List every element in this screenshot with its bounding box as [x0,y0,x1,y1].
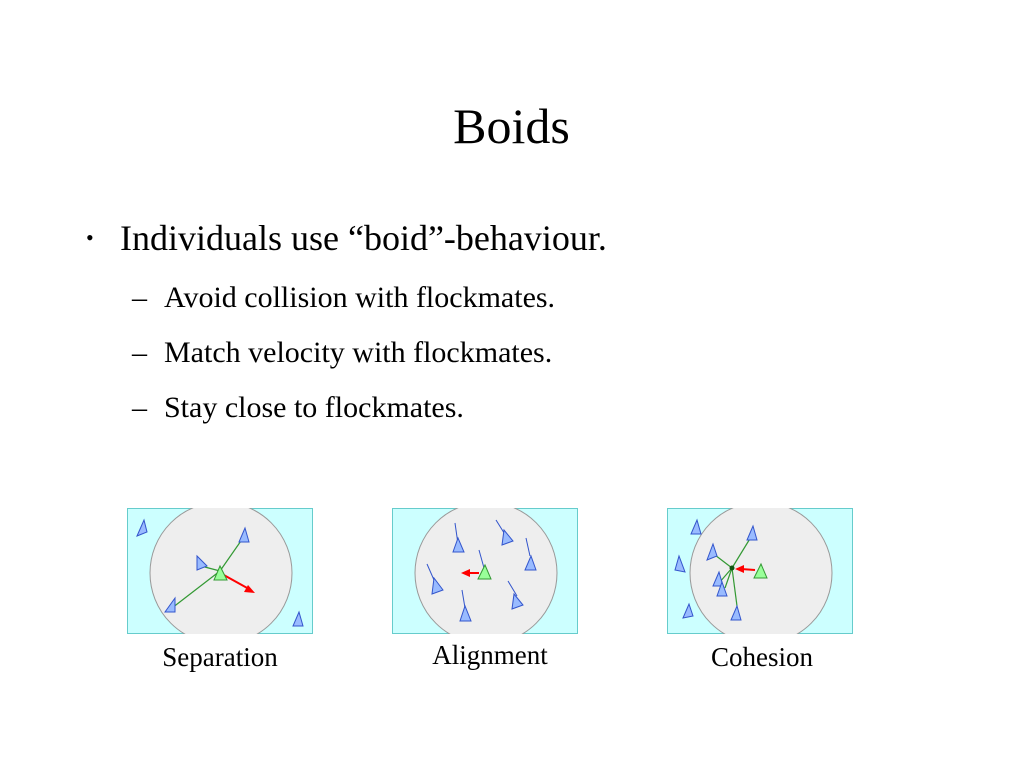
boid-icon [524,554,537,571]
velocity-trail [426,563,435,581]
velocity-trail [461,589,466,609]
cohesion-diagram-svg [667,508,853,634]
steer-arrow-head [735,565,744,573]
steer-arrow [221,573,250,590]
center-of-mass [729,565,735,571]
boid-icon [292,610,304,627]
separation-diagram-svg [127,508,313,634]
bullet-dot: • [86,225,94,250]
neighbor-line [714,554,733,569]
focus-boid-icon [477,563,492,580]
velocity-trail [525,537,531,557]
boid-icon [682,602,694,619]
steer-arrow-head [461,569,470,577]
boid-icon [674,554,686,573]
dash-marker: – [132,281,147,314]
boid-icon [431,576,444,595]
boid-icon [730,604,742,621]
boid-icon [459,604,472,622]
focus-boid-icon [753,562,768,579]
focus-boid-icon [213,564,228,581]
alignment-diagram [392,508,578,634]
sub-bullet-text: Avoid collision with flockmates. [164,281,556,314]
neighbor-line [724,567,733,589]
boid-icon [712,570,724,587]
slide-title: Boids [453,98,570,154]
cohesion-caption: Cohesion [710,642,813,672]
neighbor-line [171,570,221,609]
separation-caption: Separation [162,642,278,672]
boid-icon [716,580,728,597]
boid-icon [238,526,250,543]
boid-icon [501,528,514,546]
velocity-trail [507,580,518,597]
sub-bullet-text: Stay close to flockmates. [164,391,464,424]
neighbor-line [731,536,752,569]
boid-icon [706,542,718,561]
alignment-diagram-svg [392,508,578,634]
dash-marker: – [132,336,147,369]
main-bullet-text: Individuals use “boid”-behaviour. [120,218,607,258]
sub-bullet-text: Match velocity with flockmates. [164,336,553,369]
boid-icon [511,592,524,610]
boid-icon [164,596,176,613]
velocity-trail [478,549,485,569]
boid-icon [690,518,702,535]
boid-icon [136,518,148,537]
steer-arrow-head [244,585,255,593]
boid-icon [196,554,208,571]
boid-icon [746,524,758,541]
boid-icon [452,536,465,553]
neighbor-line [731,567,738,607]
neighbor-line [219,537,244,572]
dash-marker: – [132,391,147,424]
alignment-caption: Alignment [432,640,548,670]
separation-diagram [127,508,313,634]
cohesion-diagram [667,508,853,634]
